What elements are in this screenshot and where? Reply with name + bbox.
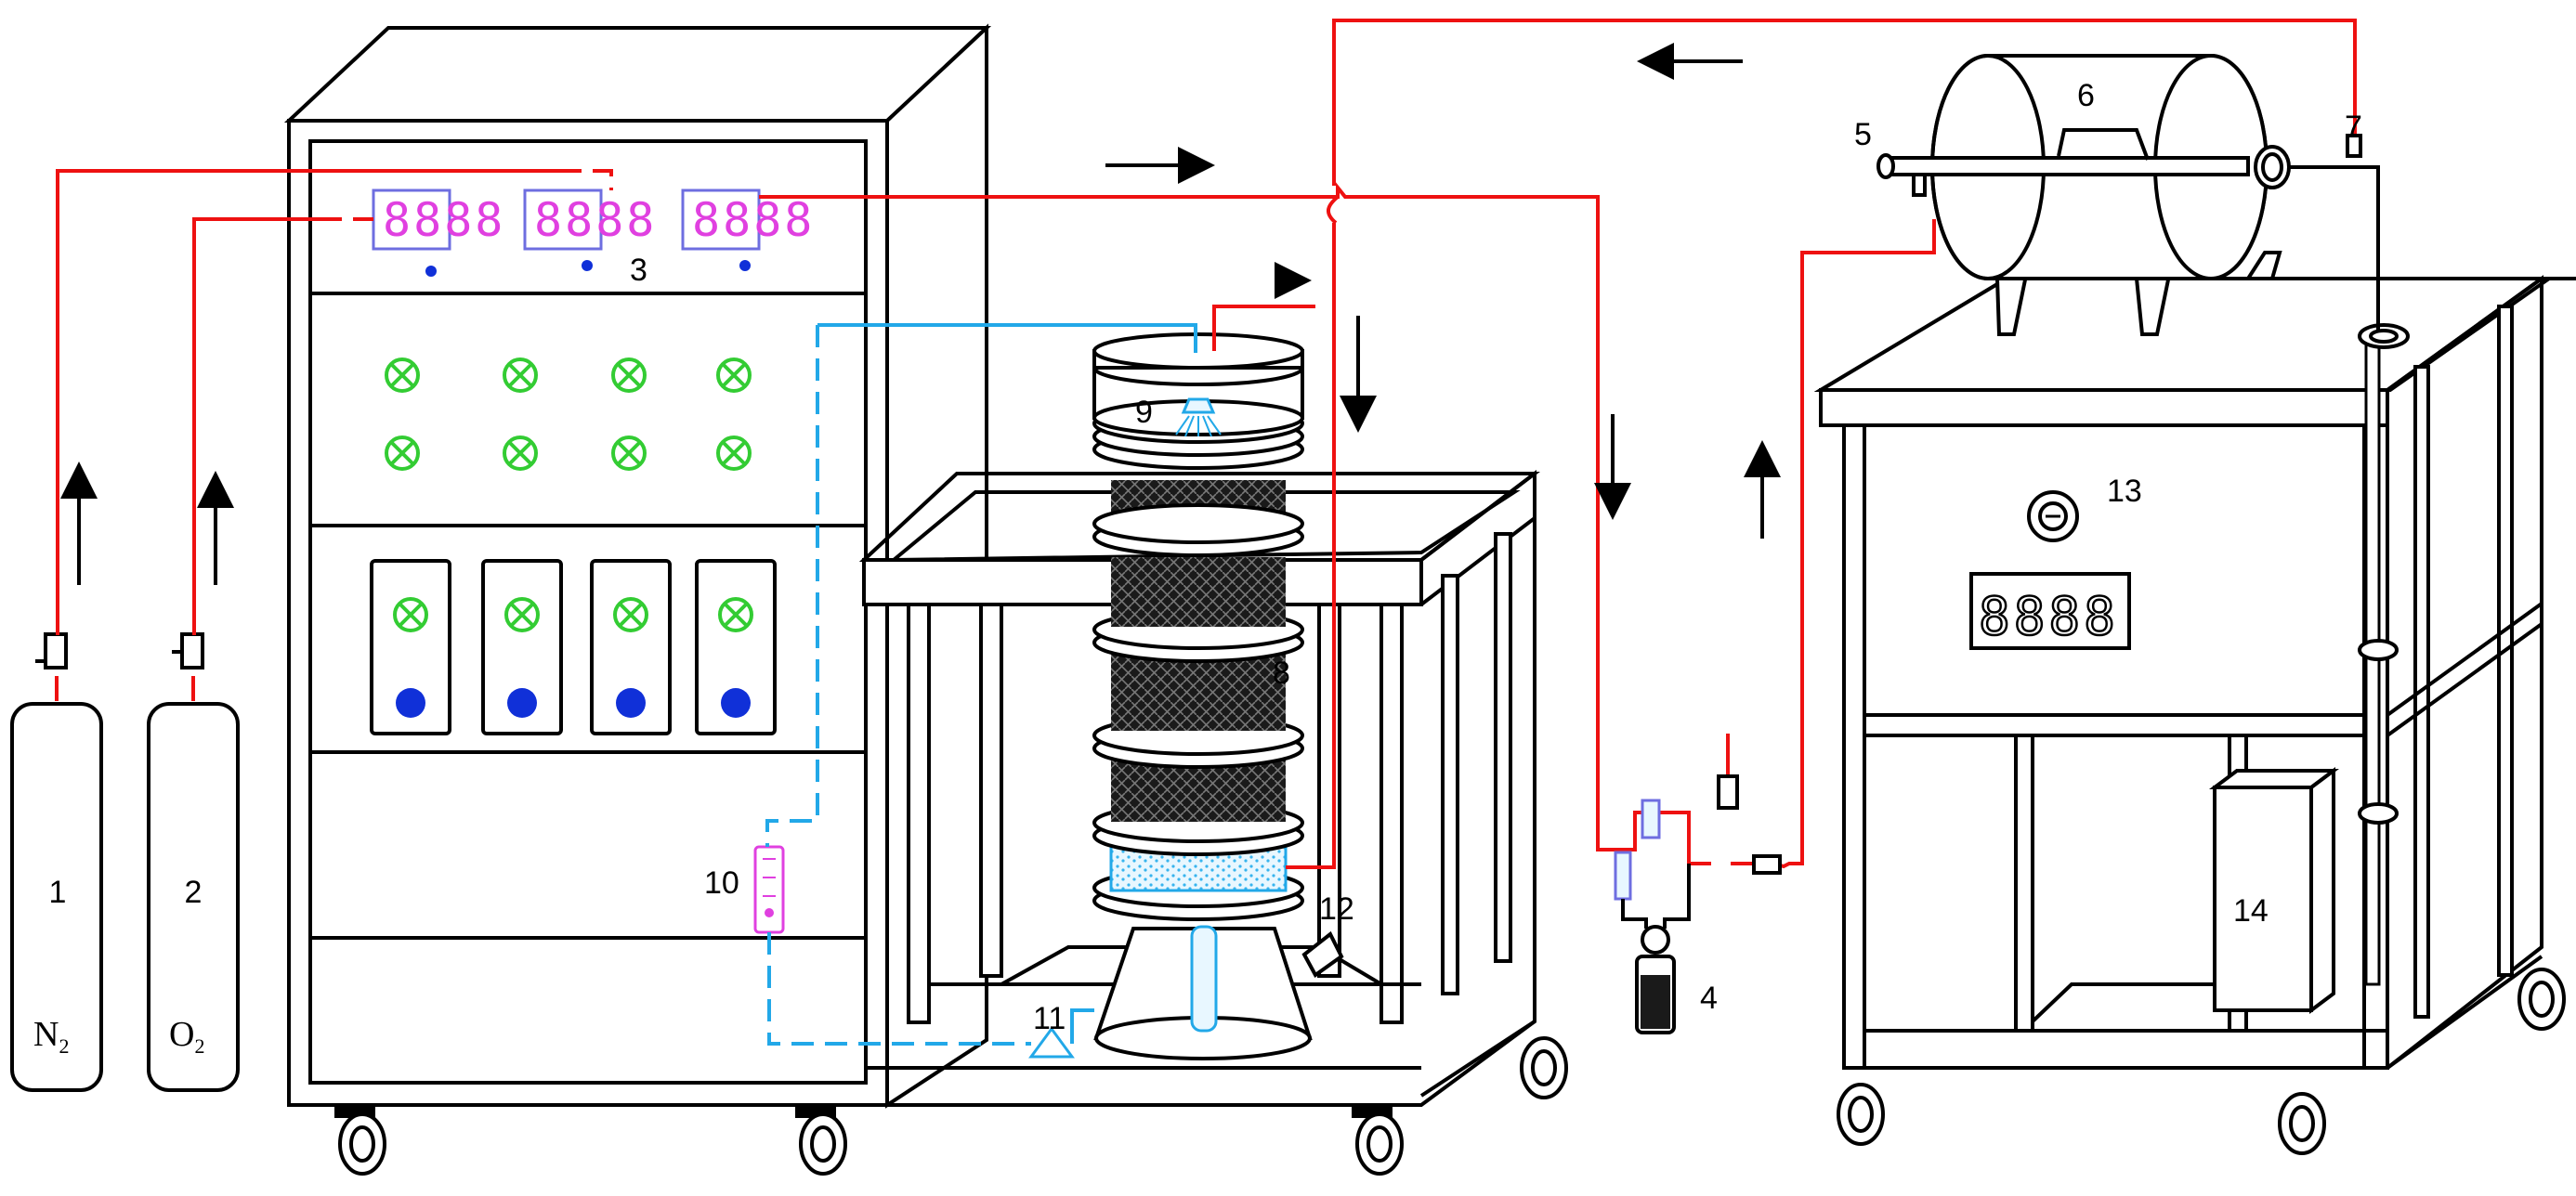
water-circulation-lines xyxy=(765,323,1197,1046)
callout-14: 14 xyxy=(2233,893,2269,929)
circled-x-knob-icon xyxy=(611,436,647,471)
blue-dot-button-icon xyxy=(721,688,751,718)
o2-formula: O2 xyxy=(169,1015,204,1058)
callout-6: 6 xyxy=(2077,78,2095,113)
switch-module-3 xyxy=(590,559,672,735)
circled-x-knob-icon xyxy=(385,358,420,393)
indicator-dot-icon xyxy=(425,266,437,277)
packed-tower-reactor xyxy=(1092,332,1344,1060)
blue-dot-button-icon xyxy=(616,688,646,718)
callout-11: 11 xyxy=(1033,1001,1066,1036)
temperature-dial-icon xyxy=(2027,490,2079,542)
svg-text:8888: 8888 xyxy=(1979,587,2119,647)
callout-10: 10 xyxy=(704,865,739,901)
cylinder-1-label: 1 xyxy=(49,875,67,910)
controller-display-3: 8888 xyxy=(681,188,815,251)
oxygen-cylinder xyxy=(147,632,240,1092)
callout-13: 13 xyxy=(2107,474,2142,509)
callout-4: 4 xyxy=(1700,981,1718,1016)
gas-washing-bottle xyxy=(1613,774,1782,1034)
callout-5: 5 xyxy=(1854,117,1872,152)
blue-dot-button-icon xyxy=(507,688,537,718)
rotating-drum-reactor xyxy=(1876,54,2380,336)
circled-x-knob-icon xyxy=(503,436,538,471)
tube-furnace-cart xyxy=(1813,275,2576,1155)
gas-lines xyxy=(56,19,2357,869)
callout-9: 9 xyxy=(1135,395,1153,430)
circled-x-knob-icon xyxy=(385,436,420,471)
circled-x-knob-icon xyxy=(718,597,753,632)
knob-grid xyxy=(385,358,752,471)
circled-x-knob-icon xyxy=(716,436,752,471)
indicator-dot-icon xyxy=(582,260,593,271)
switch-module-4 xyxy=(695,559,777,735)
callout-7: 7 xyxy=(2345,110,2362,145)
cylinder-2-label: 2 xyxy=(185,875,203,910)
svg-text:8888: 8888 xyxy=(534,193,657,247)
circled-x-knob-icon xyxy=(504,597,540,632)
controller-display-2: 8888 xyxy=(523,188,657,251)
circled-x-knob-icon xyxy=(716,358,752,393)
svg-text:8888: 8888 xyxy=(692,193,815,247)
callout-12: 12 xyxy=(1319,891,1354,927)
switch-module-1 xyxy=(370,559,451,735)
callout-3: 3 xyxy=(630,253,647,288)
circled-x-knob-icon xyxy=(613,597,648,632)
water-tank-14 xyxy=(2209,767,2339,1014)
nitrogen-cylinder xyxy=(10,632,103,1092)
switch-module-2 xyxy=(481,559,563,735)
rotameter-flowmeter xyxy=(753,845,785,934)
circulation-pump xyxy=(1028,1026,1075,1059)
circled-x-knob-icon xyxy=(503,358,538,393)
controller-display-1: 8888 xyxy=(372,188,505,251)
circled-x-knob-icon xyxy=(611,358,647,393)
furnace-display: 8888 xyxy=(1969,572,2131,650)
blue-dot-button-icon xyxy=(396,688,425,718)
circled-x-knob-icon xyxy=(393,597,428,632)
indicator-dot-icon xyxy=(739,260,751,271)
n2-formula: N2 xyxy=(33,1015,69,1058)
callout-8: 8 xyxy=(1273,656,1290,691)
svg-text:8888: 8888 xyxy=(383,193,505,247)
